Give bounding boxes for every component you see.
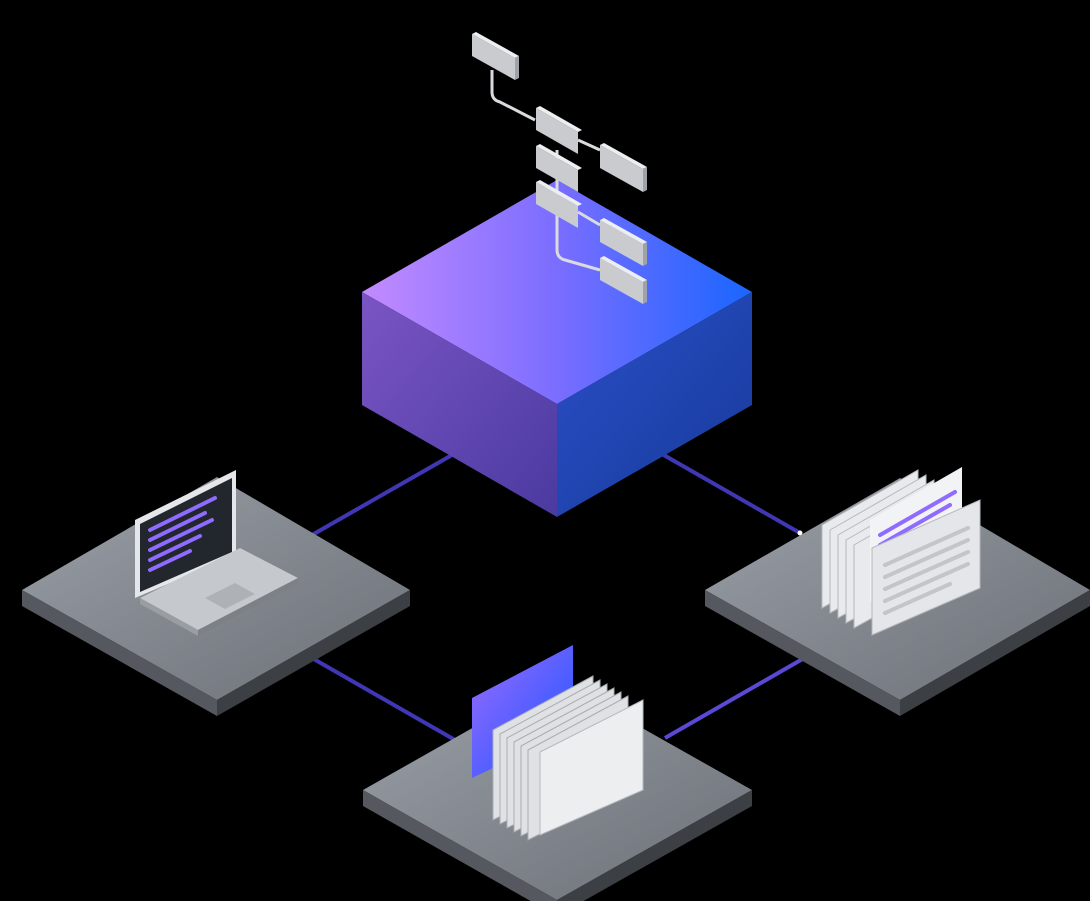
tree-hierarchy-icon <box>472 32 647 304</box>
connector-documents-servers <box>664 655 807 740</box>
connector-laptop-servers <box>311 656 456 742</box>
server-rack-icon <box>472 645 644 841</box>
document-stack-icon <box>821 467 981 636</box>
connector-hub-documents <box>654 448 801 535</box>
connector-hub-laptop <box>311 449 460 537</box>
laptop-icon <box>135 470 298 636</box>
hub-cube <box>362 180 752 517</box>
